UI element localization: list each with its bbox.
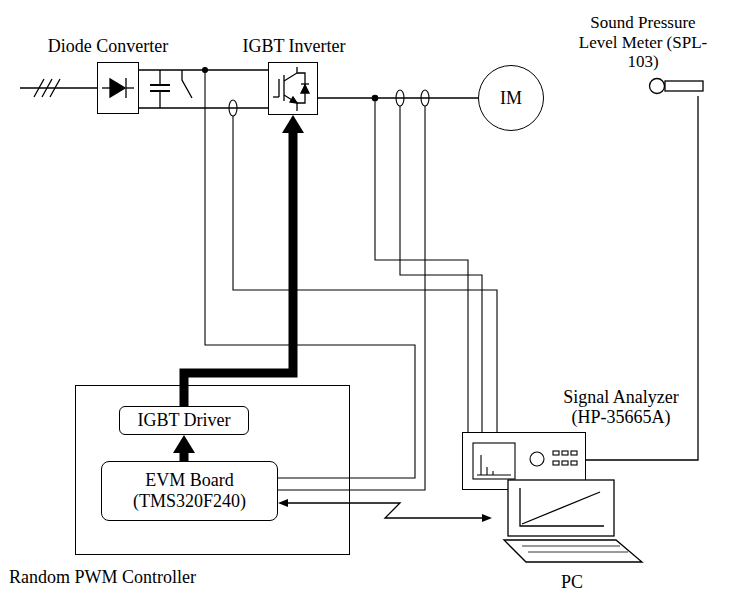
sound-meter: Sound Pressure Level Meter (SPL-103) (648, 76, 706, 96)
connector-line (180, 452, 189, 461)
motor-voltage-wire (375, 98, 468, 432)
illustration (269, 63, 316, 113)
motor-circle: IM (478, 65, 544, 131)
inverter-box: IGBT Inverter (268, 62, 318, 115)
gate-signal-arrow (184, 115, 304, 406)
node-label: IM (500, 88, 522, 109)
heading-holder: Sound Pressure Level Meter (SPL-103) (578, 13, 708, 72)
arrowhead (173, 435, 195, 453)
heading-holder: PC (522, 572, 622, 593)
node-heading: Diode Converter (48, 36, 168, 57)
driver-box: IGBT Driver (119, 406, 249, 435)
node-heading: Random PWM Controller (9, 567, 196, 588)
dsp-board-box: EVM Board (TMS320F240) (101, 461, 278, 521)
node-heading: PC (561, 572, 583, 593)
node-label: IGBT Driver (137, 410, 230, 431)
node-heading: IGBT Inverter (242, 36, 345, 57)
current-sensor (229, 100, 237, 116)
node-label: EVM Board (TMS320F240) (102, 470, 277, 511)
arrowhead (482, 514, 492, 522)
illustration (492, 478, 647, 566)
illustration (648, 76, 706, 96)
connector-line (318, 97, 478, 98)
heading-holder: IGBT Inverter (194, 36, 394, 57)
arrowhead (278, 499, 288, 507)
node-heading: Sound Pressure Level Meter (SPL-103) (578, 13, 708, 72)
arrowhead (282, 115, 304, 133)
gate-signal-arrow (173, 435, 195, 461)
heading-holder: Signal Analyzer (HP-35665A) (551, 387, 691, 428)
phase-slash (34, 79, 44, 97)
connector (278, 499, 492, 522)
motor-current-wire (400, 106, 482, 432)
converter-box: Diode Converter (97, 62, 139, 114)
capacitor-lead (159, 91, 160, 108)
controller-box: Random PWM ControllerIGBT DriverEVM Boar… (75, 385, 350, 555)
heading-holder: Diode Converter (18, 36, 198, 57)
phase-slash (42, 79, 52, 97)
node-heading: Signal Analyzer (HP-35665A) (551, 387, 691, 428)
illustration (98, 63, 137, 112)
connector (139, 70, 268, 71)
dc-bus-negative (139, 107, 268, 108)
switch-symbol (182, 70, 192, 98)
connector-line (184, 132, 293, 406)
ac-input-line (20, 87, 97, 88)
connector (318, 98, 478, 99)
capacitor-plate (150, 84, 170, 86)
laptop: PC (492, 478, 647, 566)
connector-line (287, 503, 483, 518)
connector-line (139, 69, 268, 70)
heading-holder: Random PWM Controller (9, 567, 209, 588)
capacitor-lead (159, 70, 160, 85)
phase-slash (50, 79, 60, 97)
